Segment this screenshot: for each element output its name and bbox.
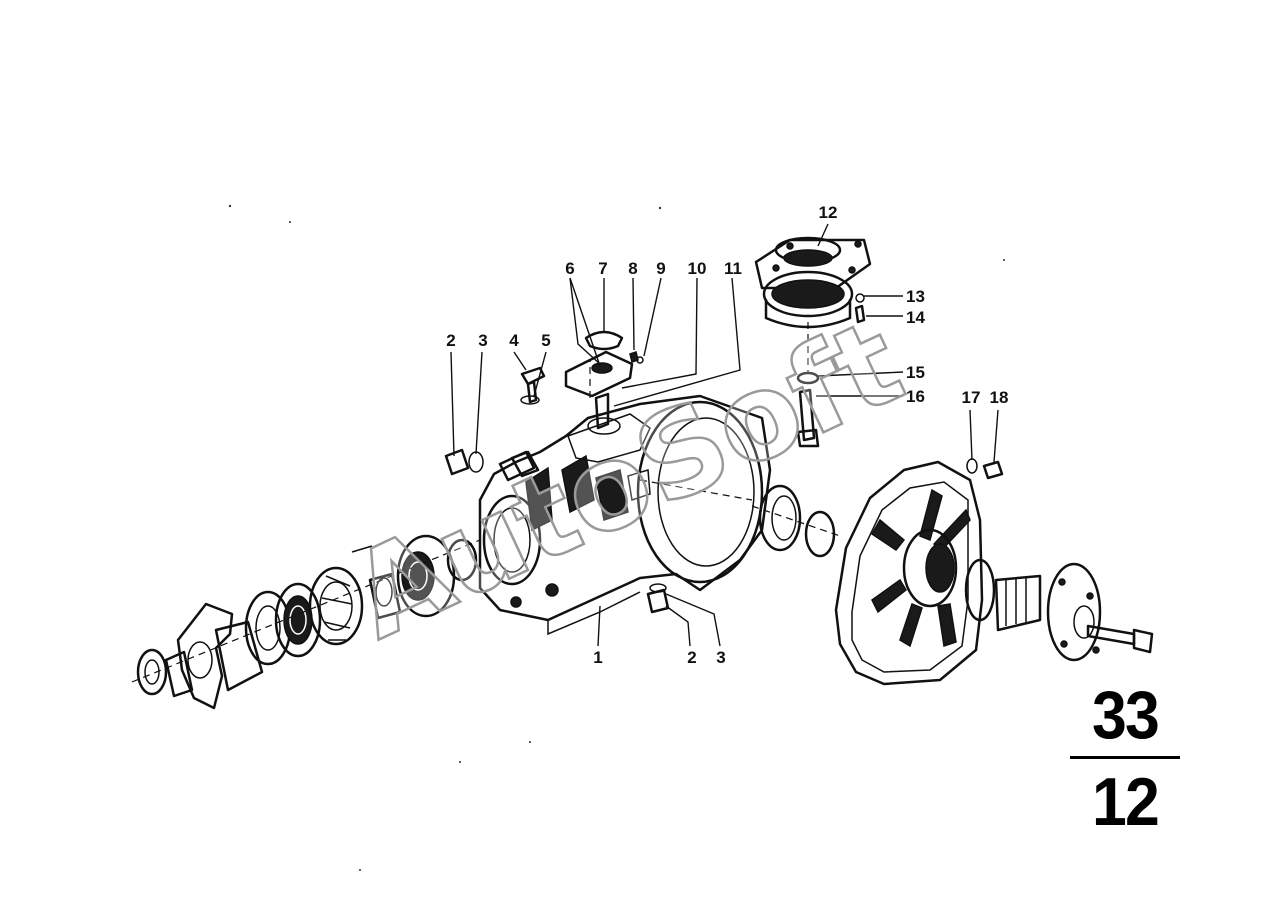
callout-2-top: 2 [446, 331, 455, 350]
group-main-number: 33 [1092, 677, 1160, 753]
callout-16: 16 [906, 387, 925, 406]
callout-14: 14 [906, 308, 925, 327]
callout-11: 11 [724, 259, 742, 278]
callout-15: 15 [906, 363, 925, 382]
callout-4: 4 [509, 331, 519, 350]
callout-2-bottom: 2 [687, 648, 696, 667]
callout-17: 17 [962, 388, 981, 407]
callout-3-bottom: 3 [716, 648, 725, 667]
callout-5: 5 [541, 331, 550, 350]
callout-18: 18 [990, 388, 1009, 407]
leader-lines [450, 223, 999, 647]
group-number: 33 12 [1070, 680, 1180, 837]
callout-1: 1 [593, 648, 602, 667]
callout-labels: 12 6 7 8 9 10 11 13 14 2 3 4 5 15 16 17 … [446, 203, 1008, 667]
callout-12: 12 [819, 203, 838, 222]
callout-10: 10 [688, 259, 707, 278]
inspection-cover-group [444, 330, 670, 614]
rubber-mount-assembly [754, 236, 872, 448]
group-sub-number: 12 [1092, 764, 1160, 840]
group-number-divider [1070, 756, 1180, 759]
callout-7: 7 [598, 259, 607, 278]
watermark-text: AutoSoft [332, 292, 922, 665]
callout-13: 13 [906, 287, 925, 306]
output-side-assembly [751, 458, 1154, 686]
scan-specks [228, 204, 1005, 871]
differential-housing [478, 360, 772, 636]
callout-6: 6 [565, 259, 574, 278]
callout-3-top: 3 [478, 331, 487, 350]
input-flange-assembly [131, 534, 481, 710]
callout-8: 8 [628, 259, 637, 278]
callout-9: 9 [656, 259, 665, 278]
